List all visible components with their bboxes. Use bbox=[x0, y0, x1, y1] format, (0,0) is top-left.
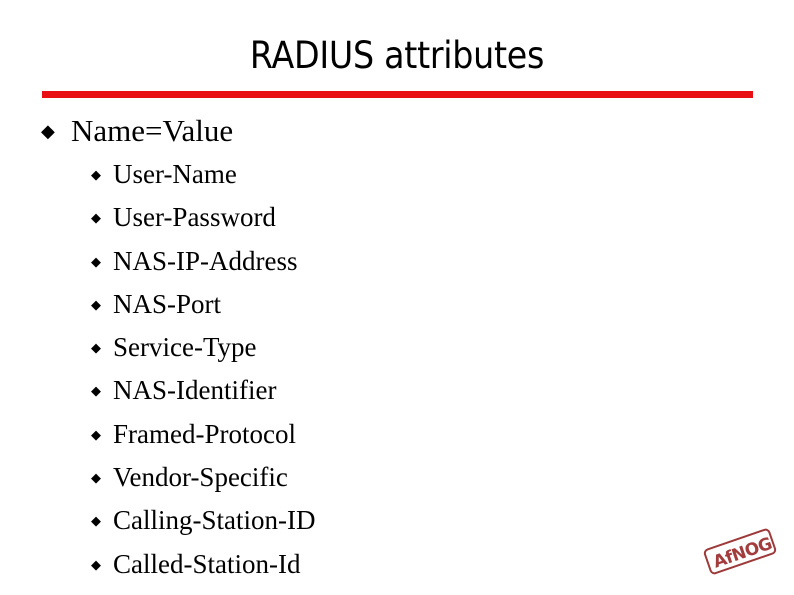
diamond-bullet-icon: ◆ bbox=[91, 514, 101, 530]
list-item-label: NAS-IP-Address bbox=[113, 245, 298, 276]
afnog-logo: AfNOG bbox=[702, 526, 779, 582]
diamond-bullet-icon: ◆ bbox=[91, 168, 101, 183]
list-item: ◆ Calling-Station-ID bbox=[0, 505, 794, 548]
diamond-bullet-icon: ◆ bbox=[91, 341, 101, 357]
list-item: ◆ Name=Value bbox=[0, 114, 794, 159]
diamond-bullet-icon: ◆ bbox=[91, 384, 101, 400]
outline-list: ◆ Name=Value ◆ User-Name ◆ User-Password… bbox=[0, 114, 794, 592]
diamond-bullet-icon: ◆ bbox=[41, 121, 55, 142]
list-item-label: NAS-Port bbox=[113, 288, 222, 319]
list-item: ◆ Service-Type bbox=[0, 332, 794, 375]
list-item: ◆ Called-Station-Id bbox=[0, 549, 794, 592]
list-item: ◆ NAS-IP-Address bbox=[0, 246, 794, 289]
diamond-bullet-icon: ◆ bbox=[91, 557, 101, 573]
diamond-bullet-icon: ◆ bbox=[91, 254, 101, 270]
afnog-logo-text: AfNOG bbox=[710, 533, 775, 573]
list-item-label: Calling-Station-ID bbox=[113, 505, 316, 536]
list-item: ◆ NAS-Port bbox=[0, 289, 794, 332]
list-item: ◆ Framed-Protocol bbox=[0, 419, 794, 462]
diamond-bullet-icon: ◆ bbox=[91, 427, 101, 443]
diamond-bullet-icon: ◆ bbox=[91, 297, 101, 313]
afnog-stamp-border: AfNOG bbox=[702, 527, 778, 576]
diamond-bullet-icon: ◆ bbox=[91, 211, 101, 227]
diamond-bullet-icon: ◆ bbox=[91, 471, 101, 487]
list-item: ◆ Vendor-Specific bbox=[0, 462, 794, 505]
list-item-label: User-Password bbox=[113, 202, 276, 233]
title-divider-rule bbox=[42, 91, 753, 98]
page-title: RADIUS attributes bbox=[249, 34, 545, 77]
list-item-label: User-Name bbox=[113, 159, 237, 189]
list-item-label: Framed-Protocol bbox=[113, 418, 296, 449]
list-item-label: Vendor-Specific bbox=[113, 462, 288, 493]
list-item-label: NAS-Identifier bbox=[113, 375, 277, 406]
list-item-label: Service-Type bbox=[113, 332, 257, 363]
list-item: ◆ User-Password bbox=[0, 202, 794, 245]
list-item: ◆ User-Name bbox=[0, 159, 794, 202]
list-item-label: Name=Value bbox=[71, 113, 234, 148]
list-item: ◆ NAS-Identifier bbox=[0, 375, 794, 418]
list-item-label: Called-Station-Id bbox=[113, 548, 301, 579]
